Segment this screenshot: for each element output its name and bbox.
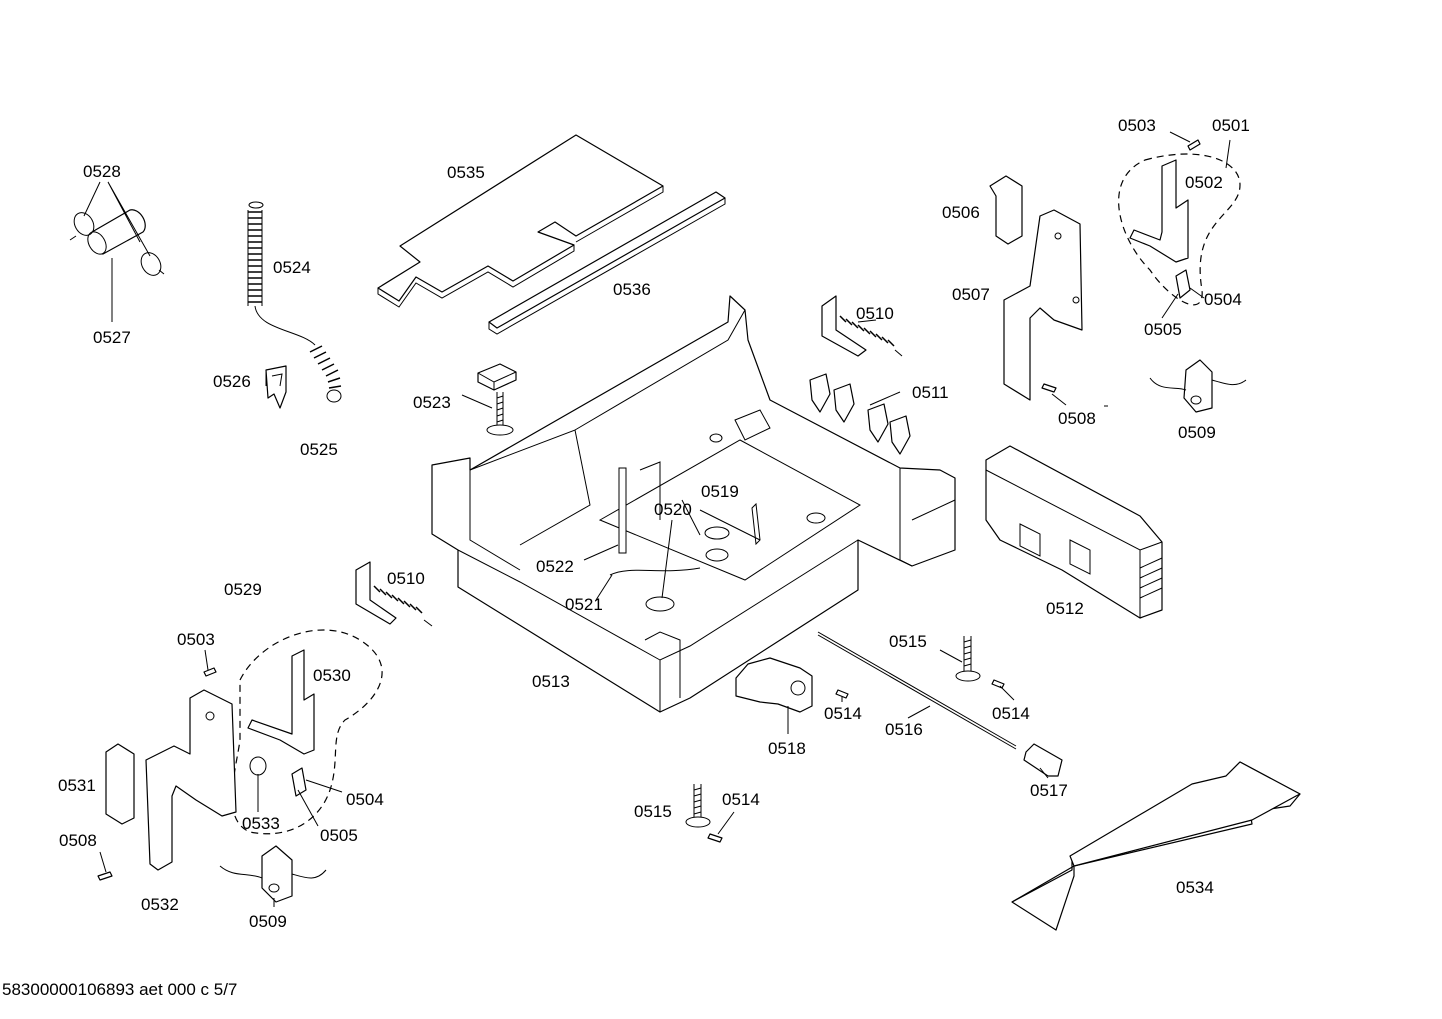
part-0515-foot-right <box>955 636 981 682</box>
label-0516: 0516 <box>885 720 923 739</box>
part-0510-spring-lower <box>355 561 433 627</box>
label-0514-bottom: 0514 <box>722 790 760 809</box>
part-0528-clamps <box>69 212 165 276</box>
label-0520: 0520 <box>654 500 692 519</box>
part-0523-foot <box>477 363 517 436</box>
label-0514-right: 0514 <box>992 704 1030 723</box>
label-0509-left: 0509 <box>249 912 287 931</box>
part-0501-group <box>1118 139 1241 306</box>
label-0534: 0534 <box>1176 878 1214 897</box>
part-0509-sensor-right <box>1149 359 1247 413</box>
label-0503: 0503 <box>1118 116 1156 135</box>
part-0534-plate <box>1011 761 1301 931</box>
label-0501: 0501 <box>1212 116 1250 135</box>
part-0529-group <box>231 629 383 835</box>
label-0513: 0513 <box>532 672 570 691</box>
label-0503-left: 0503 <box>177 630 215 649</box>
label-0525: 0525 <box>300 440 338 459</box>
part-screws <box>97 139 1201 881</box>
part-0518-valve <box>735 657 813 713</box>
label-0526: 0526 <box>213 372 251 391</box>
part-0516-rod <box>817 631 1017 750</box>
drawing-code: 58300000106893 aet 000 c 5/7 <box>2 980 238 999</box>
label-0511: 0511 <box>912 383 949 402</box>
part-0509-sensor-left <box>219 845 327 903</box>
label-0535: 0535 <box>447 163 485 182</box>
label-0517: 0517 <box>1030 781 1068 800</box>
part-labels: 0501 0502 0503 0504 0505 0506 0507 0508 … <box>58 116 1250 931</box>
label-0515-bottom: 0515 <box>634 802 672 821</box>
label-0505: 0505 <box>1144 320 1182 339</box>
label-0530: 0530 <box>313 666 351 685</box>
part-0507-bracket <box>1003 209 1083 401</box>
part-0532-bracket <box>145 689 237 871</box>
leader-lines <box>83 131 1231 907</box>
part-0535-plate <box>377 134 664 308</box>
part-0524-hose <box>247 201 342 403</box>
label-0514: 0514 <box>824 704 862 723</box>
part-0512-module <box>985 445 1163 619</box>
label-0510-left: 0510 <box>387 569 425 588</box>
label-0531: 0531 <box>58 776 96 795</box>
label-0515: 0515 <box>889 632 927 651</box>
label-0505-left: 0505 <box>320 826 358 845</box>
label-0528: 0528 <box>83 162 121 181</box>
label-0509: 0509 <box>1178 423 1216 442</box>
label-0508: 0508 <box>1058 409 1096 428</box>
part-0515-foot-left <box>685 784 711 828</box>
label-0508-left: 0508 <box>59 831 97 850</box>
label-0536: 0536 <box>613 280 651 299</box>
label-0519: 0519 <box>701 482 739 501</box>
label-0532: 0532 <box>141 895 179 914</box>
part-0510-spring-upper <box>821 295 903 357</box>
label-0506: 0506 <box>942 203 980 222</box>
label-0527: 0527 <box>93 328 131 347</box>
part-0526-clip <box>265 365 287 409</box>
label-0521: 0521 <box>565 595 603 614</box>
label-0529: 0529 <box>224 580 262 599</box>
part-0536-bar <box>488 191 726 335</box>
part-0517-cap <box>1023 743 1063 777</box>
part-0506-bracket <box>989 175 1023 245</box>
part-0527-tube <box>87 209 146 255</box>
label-0522: 0522 <box>536 557 574 576</box>
label-0502: 0502 <box>1185 173 1223 192</box>
label-0524: 0524 <box>273 258 311 277</box>
label-0512: 0512 <box>1046 599 1084 618</box>
label-0510: 0510 <box>856 304 894 323</box>
part-0513-base <box>431 295 956 713</box>
label-0504-left: 0504 <box>346 790 384 809</box>
part-0531-cover <box>105 743 135 825</box>
part-0511-connectors <box>809 373 911 455</box>
label-0504: 0504 <box>1204 290 1242 309</box>
label-0523: 0523 <box>413 393 451 412</box>
label-0507: 0507 <box>952 285 990 304</box>
part-0519-0520 <box>751 502 761 546</box>
label-0533: 0533 <box>242 814 280 833</box>
label-0518: 0518 <box>768 739 806 758</box>
